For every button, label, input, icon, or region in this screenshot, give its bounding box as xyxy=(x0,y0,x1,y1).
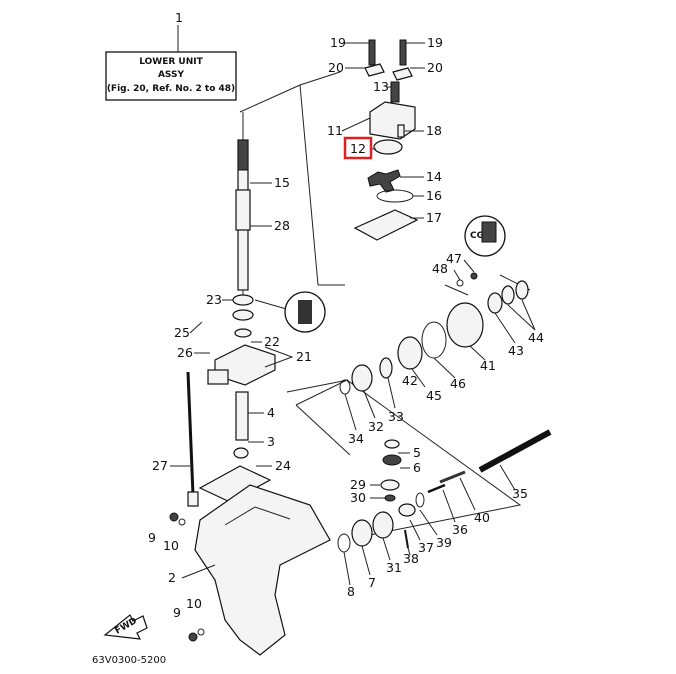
label-47: 47 xyxy=(446,251,462,266)
title-box-line1: LOWER UNIT xyxy=(139,57,203,67)
label-6: 6 xyxy=(413,460,421,475)
label-27: 27 xyxy=(152,458,168,473)
label-33: 33 xyxy=(388,409,404,424)
label-12: 12 xyxy=(350,141,366,156)
part-labels: 19 19 20 20 13 11 12 18 14 16 17 15 28 2… xyxy=(148,35,544,620)
label-28: 28 xyxy=(274,218,290,233)
label-44: 44 xyxy=(528,330,544,345)
assembly-lines xyxy=(239,71,531,539)
label-24: 24 xyxy=(275,458,291,473)
label-42: 42 xyxy=(402,373,418,388)
propeller-shaft-assembly: CG xyxy=(337,215,552,553)
label-8: 8 xyxy=(347,584,355,599)
label-19b: 19 xyxy=(427,35,443,50)
label-10b: 10 xyxy=(186,596,202,611)
label-26: 26 xyxy=(177,345,193,360)
highlight-box-part-12 xyxy=(343,136,373,160)
leader-lines xyxy=(170,42,536,586)
label-39: 39 xyxy=(436,535,452,550)
label-20b: 20 xyxy=(427,60,443,75)
label-18: 18 xyxy=(426,123,442,138)
label-4: 4 xyxy=(267,405,275,420)
water-pump-assembly xyxy=(353,39,419,241)
screws xyxy=(169,512,205,642)
label-2: 2 xyxy=(168,570,176,585)
label-21: 21 xyxy=(296,349,312,364)
label-34: 34 xyxy=(348,431,364,446)
label-40: 40 xyxy=(474,510,490,525)
inset-cg-label: CG xyxy=(470,231,484,241)
label-38: 38 xyxy=(403,551,419,566)
label-10a: 10 xyxy=(163,538,179,553)
label-14: 14 xyxy=(426,169,442,184)
label-37: 37 xyxy=(418,540,434,555)
label-19a: 19 xyxy=(330,35,346,50)
label-31: 31 xyxy=(386,560,402,575)
label-29: 29 xyxy=(350,477,366,492)
label-46: 46 xyxy=(450,376,466,391)
label-3: 3 xyxy=(267,434,275,449)
label-7: 7 xyxy=(368,575,376,590)
label-22: 22 xyxy=(264,334,280,349)
label-36: 36 xyxy=(452,522,468,537)
title-box-line3: (Fig. 20, Ref. No. 2 to 48) xyxy=(107,84,235,94)
label-30: 30 xyxy=(350,490,366,505)
label-9a: 9 xyxy=(148,530,156,545)
label-11: 11 xyxy=(327,123,343,138)
upper-parts xyxy=(198,294,276,503)
label-48: 48 xyxy=(432,261,448,276)
label-35: 35 xyxy=(512,486,528,501)
label-25: 25 xyxy=(174,325,190,340)
label-5: 5 xyxy=(413,445,421,460)
title-box: 1 LOWER UNIT ASSY (Fig. 20, Ref. No. 2 t… xyxy=(105,10,237,101)
label-20a: 20 xyxy=(328,60,344,75)
label-43: 43 xyxy=(508,343,524,358)
fwd-arrow: FWD xyxy=(103,614,148,640)
label-45: 45 xyxy=(426,388,442,403)
label-13: 13 xyxy=(373,79,389,94)
diagram-code: 63V0300-5200 xyxy=(92,655,166,666)
label-23: 23 xyxy=(206,292,222,307)
shift-rod xyxy=(186,371,199,507)
drive-shaft xyxy=(235,112,251,300)
label-32: 32 xyxy=(368,419,384,434)
title-box-number: 1 xyxy=(175,10,183,25)
label-17: 17 xyxy=(426,210,442,225)
inset-seal-detail xyxy=(284,291,326,333)
title-box-line2: ASSY xyxy=(158,70,185,80)
label-9b: 9 xyxy=(173,605,181,620)
label-41: 41 xyxy=(480,358,496,373)
label-16: 16 xyxy=(426,188,442,203)
label-15: 15 xyxy=(274,175,290,190)
lower-housing xyxy=(194,484,331,656)
